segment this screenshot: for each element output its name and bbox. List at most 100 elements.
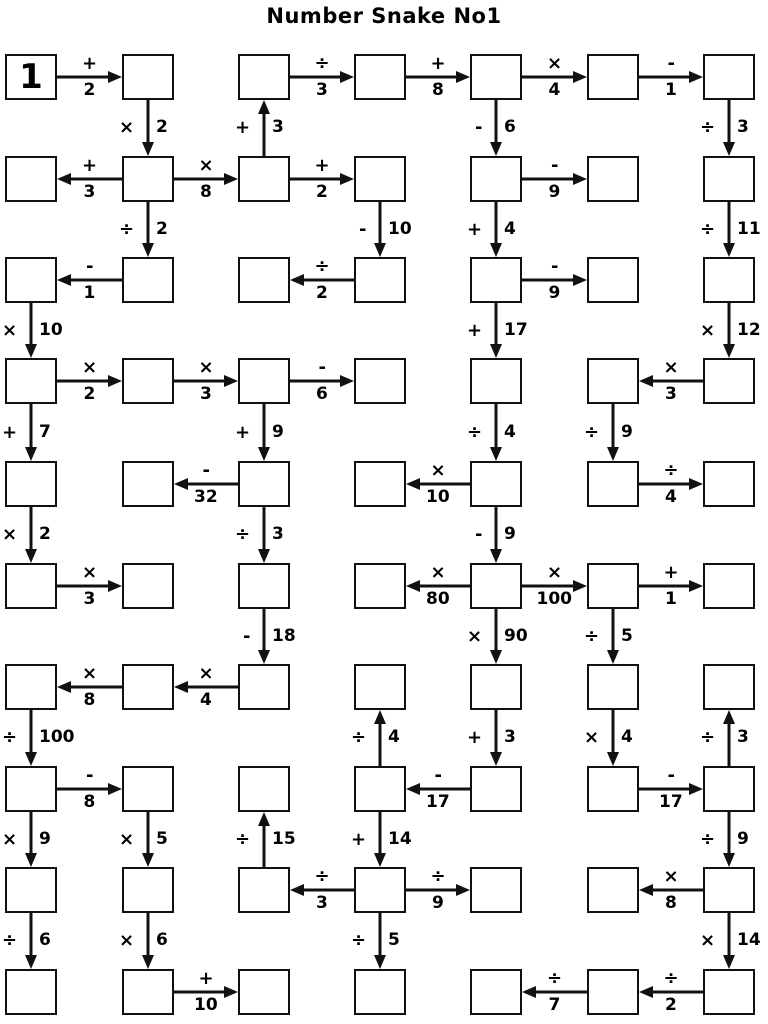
arrow-head-icon xyxy=(689,783,703,795)
answer-box[interactable] xyxy=(5,969,57,1015)
arrow-head-icon xyxy=(406,783,420,795)
operator-symbol: - xyxy=(243,625,251,647)
operator-symbol: × xyxy=(119,930,135,951)
answer-box[interactable] xyxy=(5,563,57,609)
operator-symbol: ÷ xyxy=(351,930,367,951)
answer-box[interactable] xyxy=(354,156,406,202)
answer-box[interactable] xyxy=(354,867,406,913)
operator-symbol: × xyxy=(82,357,98,378)
answer-box[interactable] xyxy=(238,54,290,100)
arrow-head-icon xyxy=(723,344,735,358)
answer-box[interactable] xyxy=(354,766,406,812)
answer-box[interactable] xyxy=(703,358,755,404)
arrow-head-icon xyxy=(258,447,270,461)
answer-box[interactable] xyxy=(354,969,406,1015)
answer-box[interactable] xyxy=(354,563,406,609)
answer-box[interactable] xyxy=(5,867,57,913)
answer-box[interactable] xyxy=(122,867,174,913)
arrow-head-icon xyxy=(224,375,238,387)
answer-box[interactable] xyxy=(703,257,755,303)
answer-box[interactable] xyxy=(238,867,290,913)
answer-box[interactable] xyxy=(470,257,522,303)
answer-box[interactable] xyxy=(122,766,174,812)
answer-box[interactable] xyxy=(354,664,406,710)
answer-box[interactable] xyxy=(587,969,639,1015)
operand-number: 2 xyxy=(316,182,328,202)
operator-symbol: + xyxy=(235,421,251,443)
answer-box[interactable] xyxy=(238,461,290,507)
arrow-head-icon xyxy=(108,71,122,83)
answer-box[interactable] xyxy=(122,664,174,710)
arrow-head-icon xyxy=(25,344,37,358)
answer-box[interactable] xyxy=(238,257,290,303)
answer-box[interactable] xyxy=(122,358,174,404)
answer-box[interactable] xyxy=(354,257,406,303)
answer-box[interactable] xyxy=(470,156,522,202)
answer-box[interactable] xyxy=(703,54,755,100)
operator-symbol: × xyxy=(119,117,135,138)
operand-number: 9 xyxy=(504,524,516,544)
answer-box[interactable] xyxy=(470,664,522,710)
answer-box[interactable] xyxy=(703,969,755,1015)
answer-box[interactable] xyxy=(587,54,639,100)
answer-box[interactable] xyxy=(703,867,755,913)
answer-box[interactable] xyxy=(122,54,174,100)
answer-box[interactable] xyxy=(238,969,290,1015)
answer-box[interactable] xyxy=(354,54,406,100)
answer-box[interactable] xyxy=(354,358,406,404)
answer-box[interactable] xyxy=(587,766,639,812)
answer-box[interactable] xyxy=(470,969,522,1015)
answer-box[interactable] xyxy=(5,257,57,303)
answer-box[interactable] xyxy=(238,358,290,404)
operand-number: 6 xyxy=(39,930,51,950)
answer-box[interactable] xyxy=(703,156,755,202)
arrow-head-icon xyxy=(689,478,703,490)
answer-box[interactable] xyxy=(470,867,522,913)
answer-box[interactable] xyxy=(5,358,57,404)
answer-box[interactable] xyxy=(470,358,522,404)
arrow-head-icon xyxy=(490,650,502,664)
answer-box[interactable] xyxy=(122,461,174,507)
answer-box[interactable] xyxy=(703,461,755,507)
answer-box[interactable] xyxy=(238,664,290,710)
answer-box[interactable] xyxy=(5,461,57,507)
answer-box[interactable] xyxy=(470,766,522,812)
arrow-head-icon xyxy=(490,243,502,257)
operand-number: 4 xyxy=(621,727,633,747)
operand-number: 18 xyxy=(272,625,296,646)
answer-box[interactable] xyxy=(122,969,174,1015)
answer-box[interactable] xyxy=(238,156,290,202)
answer-box[interactable] xyxy=(587,358,639,404)
operator-symbol: ÷ xyxy=(314,256,330,277)
answer-box[interactable] xyxy=(5,156,57,202)
answer-box[interactable] xyxy=(587,257,639,303)
answer-box[interactable] xyxy=(122,156,174,202)
answer-box[interactable] xyxy=(5,766,57,812)
arrow-head-icon xyxy=(174,681,188,693)
answer-box[interactable] xyxy=(470,461,522,507)
operand-number: 14 xyxy=(737,930,761,950)
answer-box[interactable] xyxy=(122,257,174,303)
answer-box[interactable] xyxy=(122,563,174,609)
answer-box[interactable] xyxy=(587,563,639,609)
answer-box[interactable] xyxy=(238,563,290,609)
operand-number: 1 xyxy=(665,80,677,100)
operand-number: 4 xyxy=(665,487,677,507)
answer-box[interactable] xyxy=(5,664,57,710)
answer-box[interactable] xyxy=(354,461,406,507)
answer-box[interactable] xyxy=(470,563,522,609)
operand-number: 3 xyxy=(316,893,328,913)
answer-box[interactable] xyxy=(703,563,755,609)
answer-box[interactable] xyxy=(470,54,522,100)
operand-number: 15 xyxy=(272,828,296,849)
arrow-head-icon xyxy=(57,274,71,286)
operator-symbol: × xyxy=(700,930,716,951)
answer-box[interactable] xyxy=(238,766,290,812)
answer-box[interactable] xyxy=(703,664,755,710)
answer-box[interactable] xyxy=(587,664,639,710)
answer-box[interactable] xyxy=(587,867,639,913)
answer-box[interactable] xyxy=(703,766,755,812)
operand-number: 4 xyxy=(548,80,561,100)
answer-box[interactable] xyxy=(587,156,639,202)
answer-box[interactable] xyxy=(587,461,639,507)
